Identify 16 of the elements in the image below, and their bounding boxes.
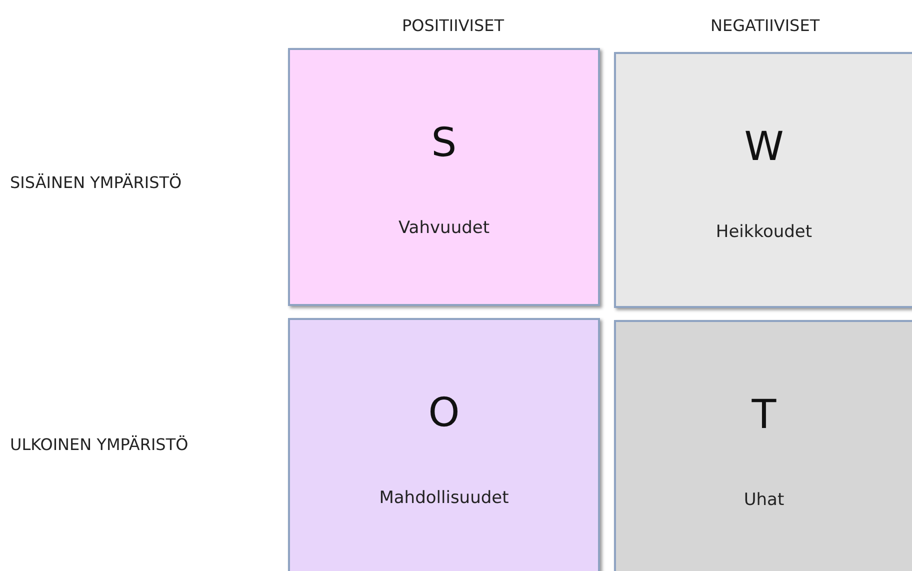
letter-heading: S [431,120,457,166]
letter-heading: O [428,390,460,436]
quadrant-caption: Heikkoudet [716,222,812,242]
quadrant-box [288,48,600,306]
quadrant-caption: Vahvuudet [398,218,490,238]
row-header: ULKOINEN YMPÄRISTÖ [10,435,188,454]
quadrant-caption: Mahdollisuudet [379,488,509,508]
letter-heading: T [752,392,776,438]
row-header: SISÄINEN YMPÄRISTÖ [10,173,182,192]
quadrant-box [614,320,912,571]
column-header: POSITIIVISET [402,16,504,35]
quadrant-box [288,318,600,571]
quadrant-box [614,52,912,308]
letter-heading: W [744,124,784,170]
quadrant-caption: Uhat [744,490,784,510]
column-header: NEGATIIVISET [710,16,820,35]
